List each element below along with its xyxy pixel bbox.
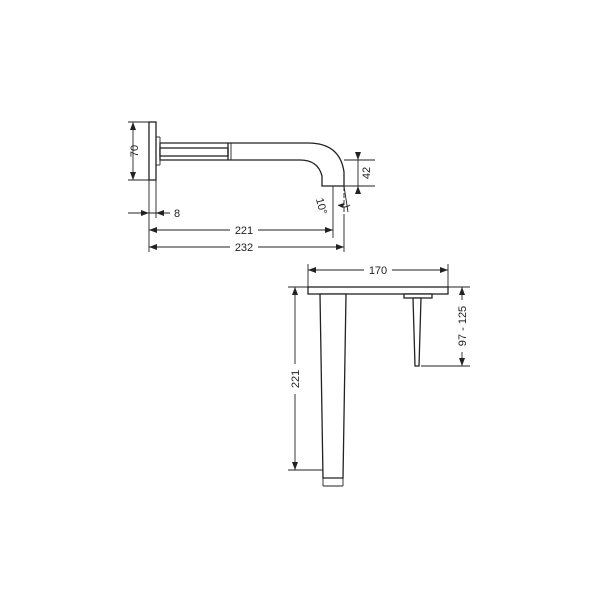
spout-top <box>319 293 347 479</box>
outlet-angle-line <box>343 185 349 213</box>
dim-outlet-height: 42 <box>344 152 375 194</box>
dim-plate-width: 170 <box>307 263 449 287</box>
dim-label-70: 70 <box>129 145 141 157</box>
dim-label-97-125: 97 - 125 <box>457 306 469 346</box>
side-view: 70 42 10° 8 <box>128 121 375 254</box>
lever-handle <box>412 297 422 367</box>
spout-sleeve <box>159 147 229 157</box>
dim-outlet-angle: 10° <box>313 197 351 216</box>
wall-rosette <box>148 121 157 181</box>
dim-lever-range: 97 - 125 <box>421 286 470 367</box>
dim-label-221-top: 221 <box>290 370 302 388</box>
dim-label-angle: 10° <box>313 197 329 216</box>
dim-total-reach: 232 <box>149 240 344 254</box>
dim-spout-length: 221 <box>288 286 323 471</box>
dim-rosette-height: 70 <box>128 121 149 181</box>
dim-label-42: 42 <box>361 167 373 179</box>
wall-plate <box>307 286 449 295</box>
dim-label-221-side: 221 <box>235 225 253 237</box>
top-view: 170 221 97 - 125 <box>288 263 470 487</box>
dim-label-8: 8 <box>174 208 180 220</box>
dim-spout-reach: 221 <box>149 223 333 237</box>
dim-label-232: 232 <box>235 242 253 254</box>
dim-rosette-depth: 8 <box>128 208 180 220</box>
dim-label-170: 170 <box>369 265 387 277</box>
